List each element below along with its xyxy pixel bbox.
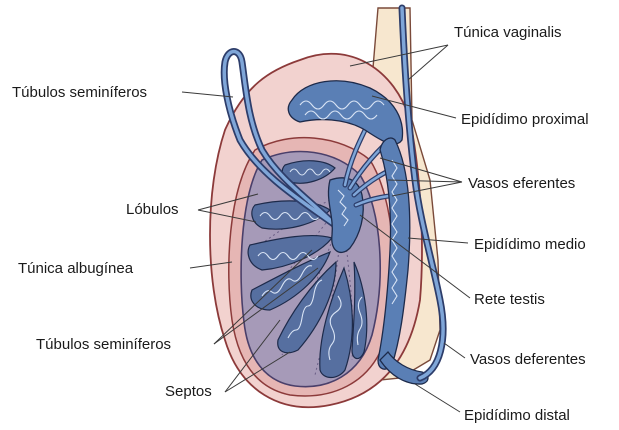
label-septos: Septos xyxy=(165,383,212,400)
label-epididimo-medio: Epidídimo medio xyxy=(474,236,586,253)
label-tunica-albuginea: Túnica albugínea xyxy=(18,260,134,277)
label-tubulos-seminiferos-top: Túbulos seminíferos xyxy=(12,84,147,101)
label-vasos-eferentes: Vasos eferentes xyxy=(468,175,575,192)
label-tubulos-seminiferos-bottom: Túbulos seminíferos xyxy=(36,336,171,353)
label-rete-testis: Rete testis xyxy=(474,291,545,308)
label-epididimo-distal: Epidídimo distal xyxy=(464,407,570,424)
label-epididimo-proximal: Epidídimo proximal xyxy=(461,111,589,128)
label-tunica-vaginalis: Túnica vaginalis xyxy=(454,24,562,41)
label-lobulos: Lóbulos xyxy=(126,201,179,218)
label-vasos-deferentes: Vasos deferentes xyxy=(470,351,586,368)
